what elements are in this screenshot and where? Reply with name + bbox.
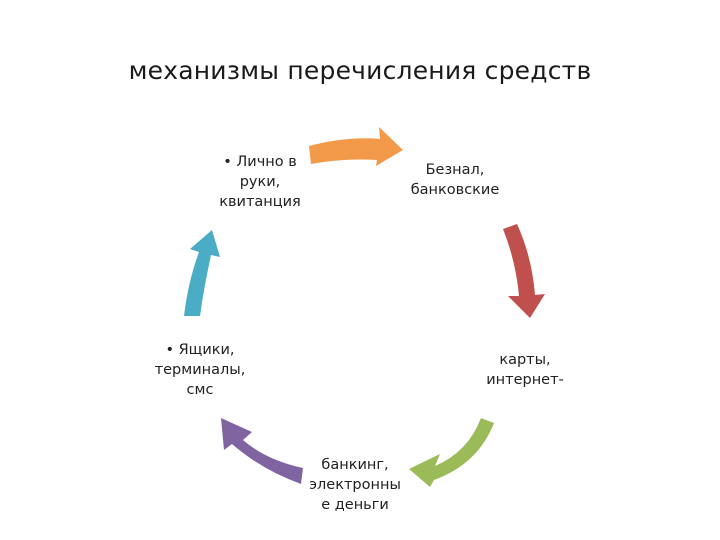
node-cash-receipt-line-1: • Лично в <box>223 154 297 170</box>
node-cards-internet: карты, интернет- <box>470 350 580 390</box>
arrow-green <box>409 418 494 487</box>
arrow-red <box>503 224 545 318</box>
node-kiosks-terminals-line-3: смс <box>186 382 214 398</box>
node-kiosks-terminals-line-2: терминалы, <box>154 362 246 378</box>
node-noncash-bank-line-1: Безнал, <box>425 162 485 178</box>
node-cards-internet-line-1: карты, <box>499 352 551 368</box>
node-noncash-bank-line-2: банковские <box>410 182 500 198</box>
arrow-purple <box>221 418 303 484</box>
node-cards-internet-line-2: интернет- <box>486 372 564 388</box>
node-cash-receipt-line-3: квитанция <box>219 194 301 210</box>
arrow-orange <box>309 127 403 166</box>
node-cash-receipt: • Лично в руки, квитанция <box>205 152 315 212</box>
node-banking-emoney-line-2: электронны <box>309 477 401 493</box>
node-kiosks-terminals-line-1: • Ящики, <box>165 342 235 358</box>
node-noncash-bank: Безнал, банковские <box>400 160 510 200</box>
node-banking-emoney-line-3: е деньги <box>321 497 389 513</box>
arrow-blue <box>184 230 220 316</box>
node-banking-emoney-line-1: банкинг, <box>321 457 389 473</box>
node-banking-emoney: банкинг, электронны е деньги <box>300 455 410 515</box>
node-cash-receipt-line-2: руки, <box>239 174 281 190</box>
node-kiosks-terminals: • Ящики, терминалы, смс <box>140 340 260 400</box>
diagram-title: механизмы перечисления средств <box>128 56 592 85</box>
